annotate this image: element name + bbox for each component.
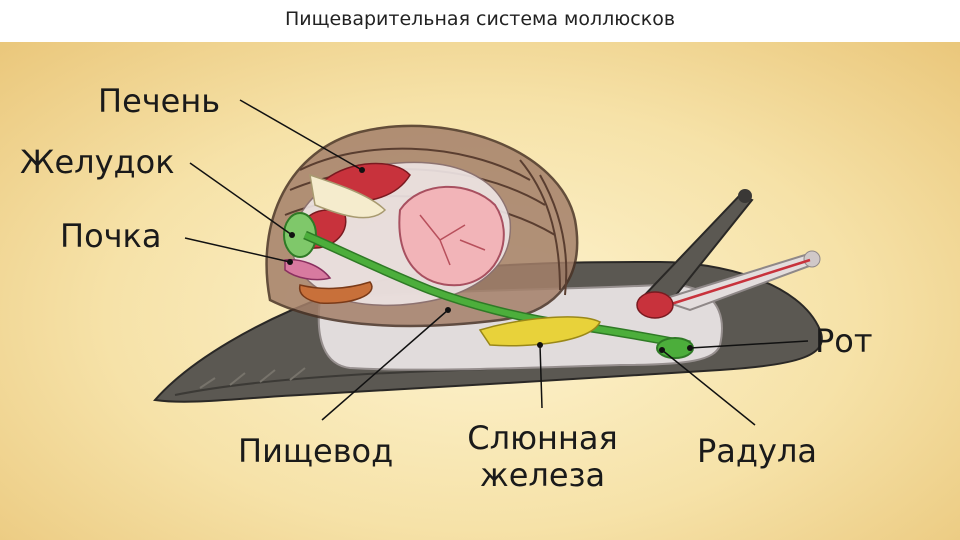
label-esophagus: Пищевод bbox=[238, 432, 394, 470]
label-liver: Печень bbox=[98, 82, 221, 120]
ganglion bbox=[636, 291, 674, 319]
leader-salivary bbox=[539, 344, 543, 409]
label-salivary-gland: Слюнная железа bbox=[460, 420, 625, 494]
salivary-gland-organ bbox=[478, 316, 602, 347]
leader-liver bbox=[239, 99, 363, 171]
label-kidney: Почка bbox=[60, 217, 162, 255]
leader-radula bbox=[661, 349, 756, 426]
organs bbox=[283, 162, 694, 359]
label-stomach: Желудок bbox=[20, 143, 175, 181]
label-salivary-gland-line1: Слюнная bbox=[467, 419, 618, 457]
leader-dots bbox=[287, 167, 693, 353]
leader-stomach bbox=[189, 162, 293, 236]
kidney-organ bbox=[284, 258, 332, 281]
label-radula: Радула bbox=[697, 432, 818, 470]
tentacles bbox=[637, 189, 821, 312]
leader-mouth bbox=[689, 340, 809, 349]
page-title: Пищеварительная система моллюсков bbox=[284, 8, 676, 30]
label-mouth: Рот bbox=[815, 322, 873, 360]
leader-lines bbox=[184, 99, 809, 426]
brain-organ bbox=[398, 185, 505, 287]
label-salivary-gland-line2: железа bbox=[479, 455, 606, 494]
leader-esophagus bbox=[321, 309, 449, 421]
leader-kidney bbox=[184, 237, 291, 263]
title-bar bbox=[0, 0, 960, 42]
